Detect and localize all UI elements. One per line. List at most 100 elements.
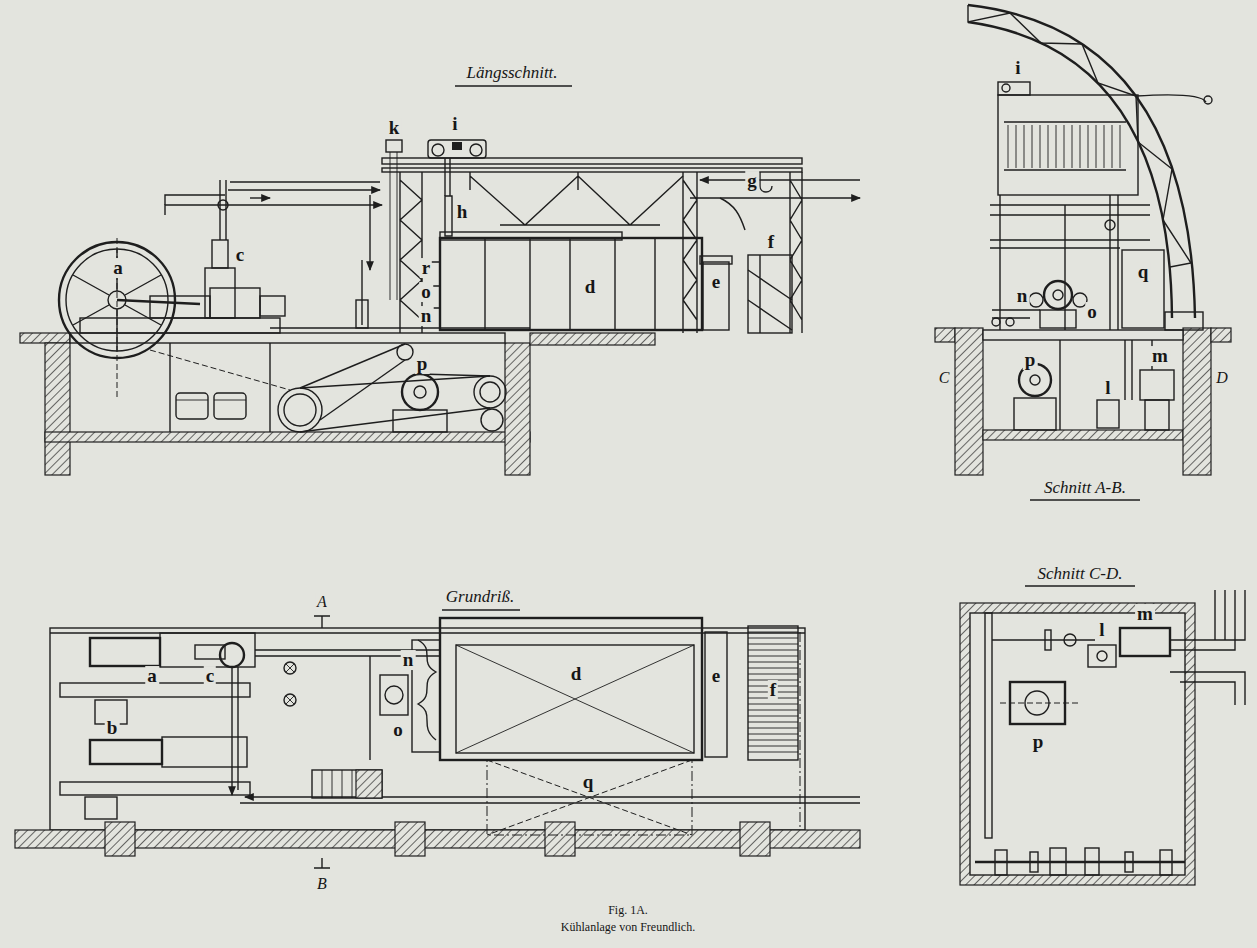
drawing-rect	[1120, 628, 1170, 656]
drawing-rect	[935, 328, 955, 342]
drawing-path	[237, 667, 238, 790]
drawing-rect	[412, 640, 440, 752]
drawing-path	[322, 770, 352, 798]
callout-letter: f	[766, 232, 776, 252]
drawing-path	[748, 632, 798, 752]
drawing-circle	[480, 382, 500, 402]
drawing-line	[444, 158, 445, 196]
drawing-path	[231, 667, 232, 795]
cross-section-ab	[935, 5, 1231, 500]
drawing-rect	[1122, 250, 1164, 328]
callout-letter: o	[419, 282, 433, 302]
drawing-rect	[356, 770, 382, 798]
drawing-rect	[1145, 400, 1169, 430]
drawing-rect	[160, 633, 255, 667]
drawing-rect	[380, 675, 408, 715]
drawing-rect	[1211, 328, 1231, 342]
drawing-rect	[545, 822, 575, 856]
view-title: Grundriß.	[444, 588, 516, 606]
drawing-circle	[1006, 318, 1014, 326]
drawing-circle	[1030, 375, 1040, 385]
callout-letter: i	[450, 114, 459, 134]
longitudinal-section	[20, 86, 860, 475]
drawing-circle	[385, 686, 403, 704]
drawing-rect	[998, 82, 1030, 95]
callout-letter: n	[1015, 286, 1030, 306]
drawing-circle	[1097, 651, 1107, 661]
drawing-circle	[278, 388, 322, 432]
callout-letter: l	[1097, 620, 1106, 640]
callout-letter: p	[1023, 350, 1038, 370]
callout-letter: q	[1136, 262, 1151, 282]
callout-letter: l	[1103, 378, 1112, 398]
drawing-rect	[90, 638, 160, 666]
drawing-rect	[1050, 848, 1066, 875]
drawing-line	[390, 152, 391, 300]
drawing-rect	[530, 333, 655, 345]
drawing-circle	[220, 643, 244, 667]
drawing-path	[968, 5, 1195, 318]
drawing-circle	[284, 694, 296, 706]
drawing-rect	[312, 770, 382, 798]
drawing-rect	[1030, 852, 1038, 872]
drawing-rect	[80, 318, 280, 333]
drawing-line	[1025, 585, 1135, 586]
drawing-rect	[1125, 852, 1133, 872]
drawing-path	[1008, 125, 1120, 168]
drawing-rect	[162, 737, 247, 767]
drawing-rect	[212, 240, 228, 268]
drawing-line	[361, 260, 362, 325]
drawing-rect	[440, 232, 622, 240]
drawing-rect	[456, 645, 694, 753]
callout-letter: a	[111, 258, 125, 278]
drawing-path	[470, 172, 683, 225]
drawing-line	[269, 343, 270, 432]
drawing-line	[214, 400, 246, 401]
drawing-path	[165, 195, 225, 205]
view-title: Schnitt A-B.	[1042, 479, 1128, 497]
drawing-path	[992, 639, 1095, 640]
drawing-path	[1136, 95, 1206, 102]
drawing-path	[720, 198, 745, 230]
drawing-rect	[214, 393, 246, 419]
drawing-rect	[393, 410, 447, 432]
drawing-rect	[395, 822, 425, 856]
drawing-rect	[70, 333, 505, 343]
drawing-circle	[1105, 220, 1115, 230]
drawing-rect	[176, 393, 208, 419]
callout-letter: d	[583, 277, 598, 297]
drawing-rect	[505, 343, 530, 475]
drawing-circle	[284, 662, 296, 674]
drawing-path	[165, 205, 382, 215]
callout-letter: f	[768, 680, 778, 700]
drawing-rect	[983, 330, 1183, 340]
callout-letter: e	[710, 272, 722, 292]
drawing-rect	[386, 140, 402, 152]
drawing-path	[286, 664, 294, 672]
drawing-path	[800, 632, 801, 830]
drawing-line	[455, 85, 572, 86]
drawing-rect	[487, 760, 692, 835]
drawing-rect	[705, 632, 727, 757]
drawing-path	[690, 197, 860, 198]
callout-letter: c	[204, 666, 216, 686]
drawing-rect	[15, 830, 860, 848]
drawing-rect	[1088, 645, 1116, 667]
drawing-rect	[1160, 850, 1172, 875]
callout-letter: g	[745, 171, 759, 191]
drawing-rect	[998, 95, 1138, 195]
drawing-rect	[1045, 630, 1051, 650]
view-title: Längsschnitt.	[464, 64, 559, 82]
drawing-rect	[748, 255, 792, 333]
drawing-circle	[432, 144, 444, 156]
drawing-circle	[1029, 293, 1043, 307]
drawing-line	[300, 344, 405, 388]
callout-letter: k	[387, 118, 402, 138]
drawing-rect	[740, 822, 770, 856]
drawing-rect	[205, 268, 235, 318]
drawing-rect	[105, 822, 135, 856]
drawing-path	[485, 238, 655, 330]
drawing-circle	[474, 376, 506, 408]
